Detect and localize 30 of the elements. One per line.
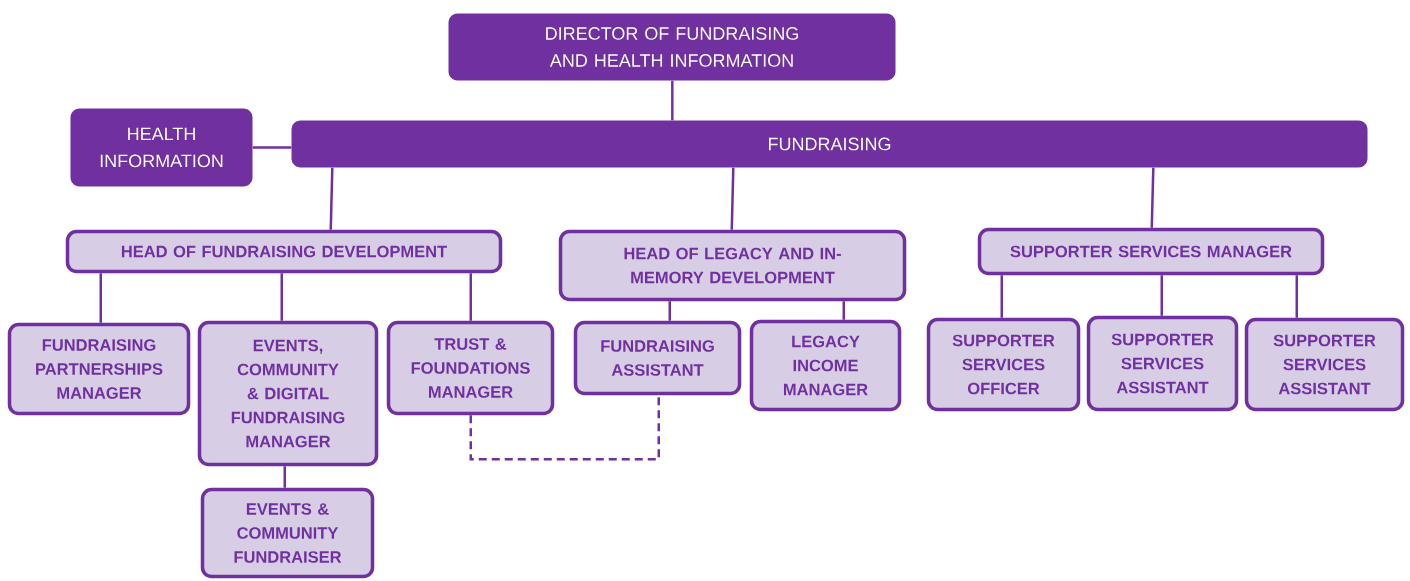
org-box: SUPPORTER SERVICES MANAGER [977,227,1325,276]
org-box: FUNDRAISING PARTNERSHIPS MANAGER [7,322,191,416]
connector-line [1000,275,1003,318]
org-box: DIRECTOR OF FUNDRAISING AND HEALTH INFORMATION [448,13,896,81]
connector-line [842,301,845,320]
connector-line [329,167,334,230]
connector-line [1295,275,1298,318]
connector-line [252,146,292,149]
connector-line [1160,275,1163,316]
connector-line [99,273,102,323]
org-box: HEAD OF LEGACY AND IN-MEMORY DEVELOPMENT [558,229,907,302]
org-box: SUPPORTER SERVICES ASSISTANT [1244,317,1405,412]
org-box: LEGACY INCOME MANAGER [749,319,902,412]
connector-line [283,466,286,488]
connector-line [668,301,671,321]
connector-line [1150,167,1155,228]
org-box: SUPPORTER SERVICES OFFICER [926,317,1081,412]
org-box: HEALTH INFORMATION [70,108,253,187]
org-box: HEAD OF FUNDRAISING DEVELOPMENT [65,229,503,274]
connector-line [671,80,674,121]
org-box: FUNDRAISING ASSISTANT [573,320,742,396]
connector-line [469,273,472,321]
org-box: TRUST & FOUNDATIONS MANAGER [386,320,555,416]
org-box: FUNDRAISING [291,120,1368,168]
connector-line [280,273,283,321]
connector-line [469,395,660,461]
org-box: SUPPORTER SERVICES ASSISTANT [1086,315,1239,412]
org-box: EVENTS, COMMUNITY & DIGITAL FUNDRAISING MANAGER [197,320,379,467]
connector-line [730,167,735,230]
org-box: EVENTS & COMMUNITY FUNDRAISER [200,487,375,579]
